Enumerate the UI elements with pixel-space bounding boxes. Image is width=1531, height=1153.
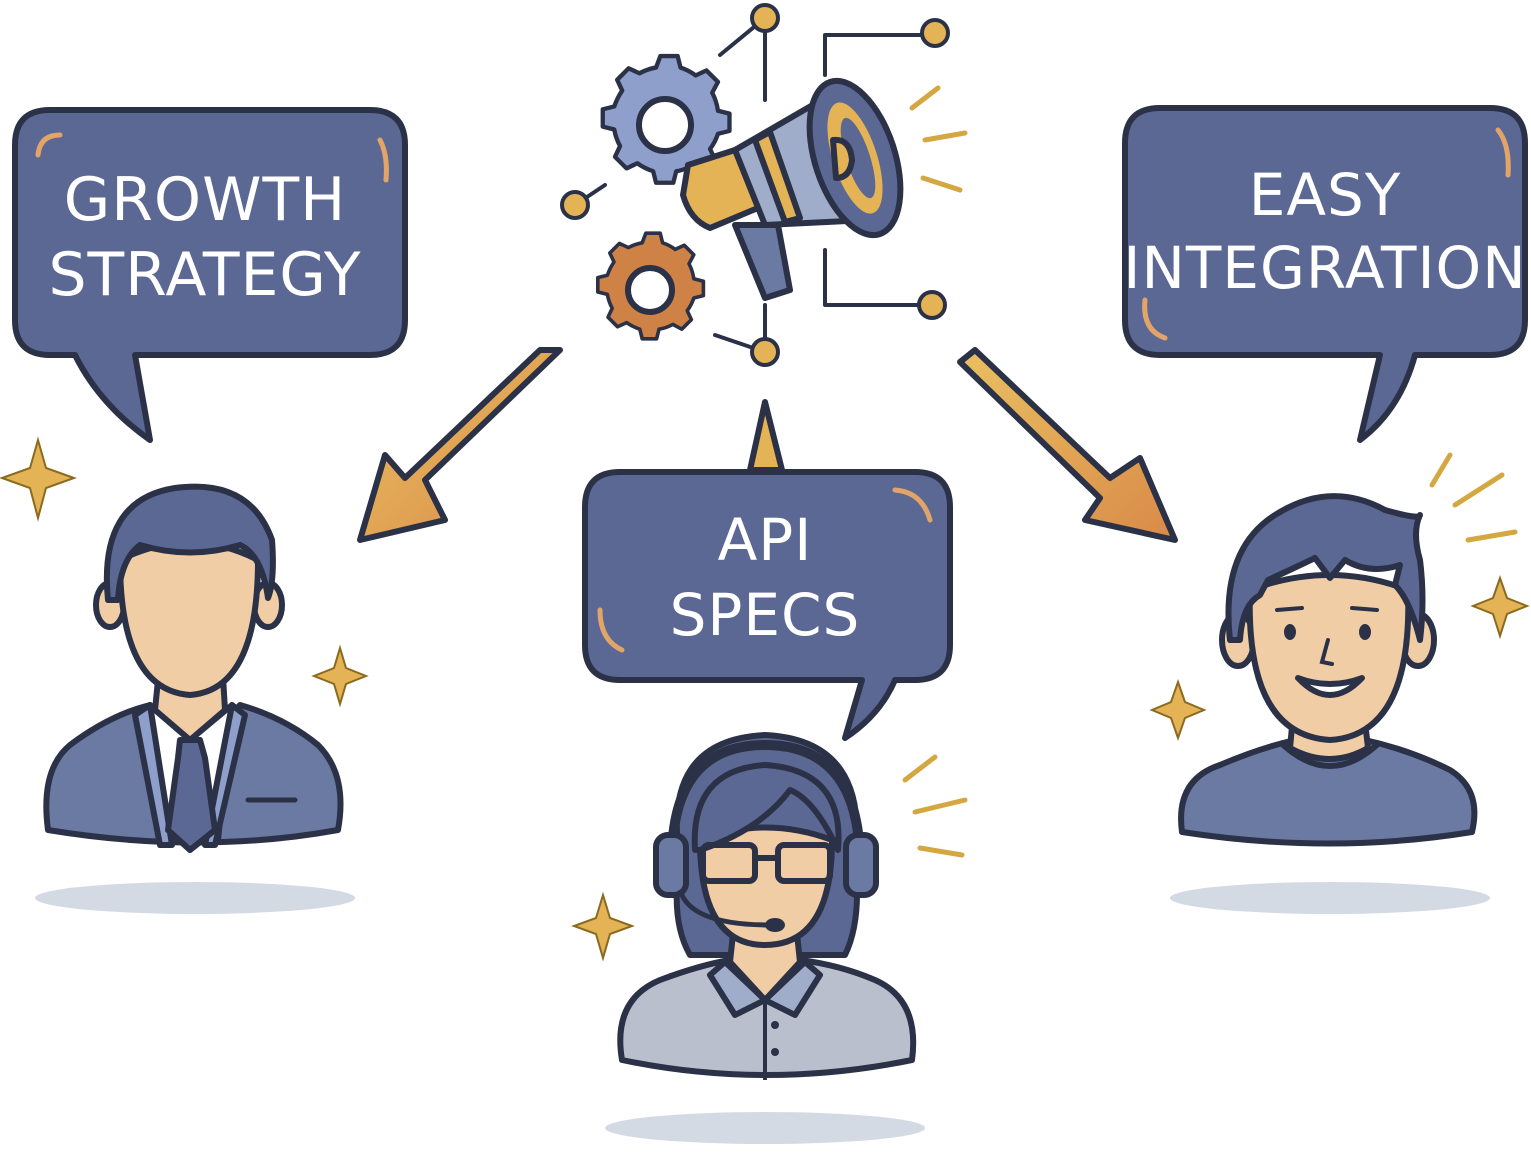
bubble-right-line2: INTEGRATION [1123,234,1526,302]
bubble-left-line1: GROWTH [64,165,347,235]
svg-text:INTEGRATION: INTEGRATION [1123,234,1526,302]
hub-cluster [560,3,968,367]
gear-icon [595,231,706,341]
svg-text:STRATEGY: STRATEGY [48,240,361,310]
arrow-icon [357,347,563,543]
bubble-right-line1: EASY [1249,161,1402,229]
bubble-center-line2: SPECS [670,581,861,649]
speech-bubble-easy-integration: EASY INTEGRATION [1122,105,1528,443]
network-node-icon [750,3,780,33]
sound-lines [909,85,968,193]
ground-shadow-right [1170,882,1490,914]
bubble-left-line2: STRATEGY [48,240,361,310]
gear-icon [600,53,732,185]
network-node-icon [917,290,947,320]
svg-text:GROWTH: GROWTH [64,165,347,235]
ground-shadow-center [605,1112,925,1144]
network-node-icon [750,337,780,367]
arrow-icon [957,347,1178,543]
speech-bubble-api-specs: API SPECS [582,399,953,741]
businessman-avatar [43,483,344,853]
network-node-icon [920,18,950,48]
svg-text:EASY: EASY [1249,161,1402,229]
support-agent-avatar [617,732,968,1080]
bubble-center-line1: API [718,506,813,574]
megaphone-icon [680,77,904,301]
ground-shadow-left [35,882,355,914]
sparkle-icon [0,436,1530,962]
svg-text:SPECS: SPECS [670,581,861,649]
svg-text:API: API [718,506,813,574]
developer-avatar [1178,452,1518,847]
speech-bubble-growth-strategy: GROWTH STRATEGY [12,107,408,443]
network-node-icon [560,190,590,220]
